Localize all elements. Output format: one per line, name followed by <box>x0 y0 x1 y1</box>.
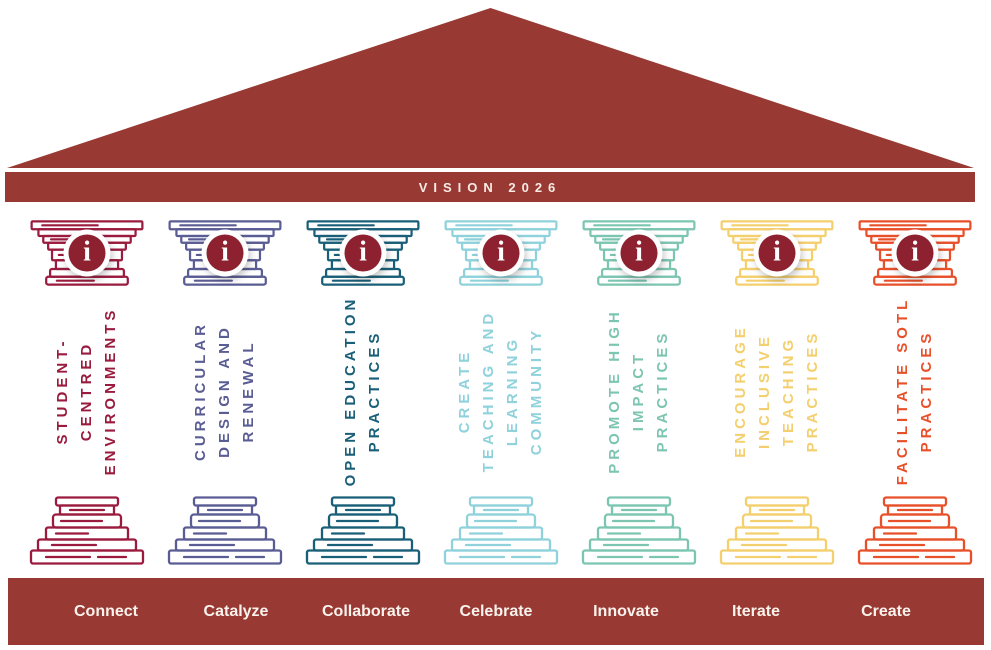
column-capital: i <box>440 219 562 287</box>
pillars-row: i STUDENT- CENTRED ENVIRONMENTS i CURRIC… <box>25 219 977 571</box>
column-base <box>578 495 700 571</box>
info-icon-glyph: i <box>206 234 244 272</box>
info-icon[interactable]: i <box>201 229 249 277</box>
pillar-encourage-inclusive-teaching-practices: i ENCOURAGE INCLUSIVE TEACHING PRACTICES <box>715 219 839 571</box>
column-base <box>164 495 286 571</box>
pillar-open-education-practices: i OPEN EDUCATION PRACTICES <box>301 219 425 571</box>
pillar-text-area: STUDENT- CENTRED ENVIRONMENTS <box>25 287 149 495</box>
footer-bar: Connect Catalyze Collaborate Celebrate I… <box>8 578 984 645</box>
info-icon-glyph: i <box>896 234 934 272</box>
column-base <box>302 495 424 571</box>
info-icon-glyph: i <box>344 234 382 272</box>
column-base <box>716 495 838 571</box>
column-capital: i <box>716 219 838 287</box>
pillar-curricular-design-and-renewal: i CURRICULAR DESIGN AND RENEWAL <box>163 219 287 571</box>
info-icon-glyph: i <box>758 234 796 272</box>
pillar-promote-high-impact-practices: i PROMOTE HIGH IMPACT PRACTICES <box>577 219 701 571</box>
roof-pediment <box>7 8 974 168</box>
info-icon-glyph: i <box>620 234 658 272</box>
pillar-label: FACILITATE SOTL PRACTICES <box>894 296 935 486</box>
footer-label-iterate: Iterate <box>731 602 781 620</box>
info-icon[interactable]: i <box>891 229 939 277</box>
column-capital: i <box>302 219 424 287</box>
info-icon-glyph: i <box>482 234 520 272</box>
footer-label-connect: Connect <box>74 602 138 620</box>
pillar-label: ENCOURAGE INCLUSIVE TEACHING PRACTICES <box>732 324 821 458</box>
pillar-label: CURRICULAR DESIGN AND RENEWAL <box>192 321 257 461</box>
column-base <box>854 495 976 571</box>
column-capital: i <box>854 219 976 287</box>
info-icon[interactable]: i <box>477 229 525 277</box>
pillar-label: OPEN EDUCATION PRACTICES <box>342 295 383 487</box>
info-icon-glyph: i <box>68 234 106 272</box>
pillar-student-centred-environments: i STUDENT- CENTRED ENVIRONMENTS <box>25 219 149 571</box>
pillar-text-area: ENCOURAGE INCLUSIVE TEACHING PRACTICES <box>715 287 839 495</box>
info-icon[interactable]: i <box>615 229 663 277</box>
pillar-text-area: CREATE TEACHING AND LEARNING COMMUNITY <box>439 287 563 495</box>
column-capital: i <box>578 219 700 287</box>
pillar-label: STUDENT- CENTRED ENVIRONMENTS <box>54 306 119 476</box>
info-icon[interactable]: i <box>339 229 387 277</box>
pillar-facilitate-sotl-practices: i FACILITATE SOTL PRACTICES <box>853 219 977 571</box>
pillar-text-area: CURRICULAR DESIGN AND RENEWAL <box>163 287 287 495</box>
footer-label-catalyze: Catalyze <box>203 602 269 620</box>
footer-label-collaborate: Collaborate <box>321 602 410 620</box>
pillar-label: PROMOTE HIGH IMPACT PRACTICES <box>606 308 671 474</box>
vision-banner-label: VISION 2026 <box>418 179 562 195</box>
pillar-text-area: OPEN EDUCATION PRACTICES <box>301 287 425 495</box>
pillar-text-area: FACILITATE SOTL PRACTICES <box>853 287 977 495</box>
footer-label-create: Create <box>861 602 911 620</box>
pillar-create-teaching-and-learning-community: i CREATE TEACHING AND LEARNING COMMUNITY <box>439 219 563 571</box>
info-icon[interactable]: i <box>63 229 111 277</box>
footer-label-celebrate: Celebrate <box>459 602 533 620</box>
info-icon[interactable]: i <box>753 229 801 277</box>
column-base <box>440 495 562 571</box>
pillar-text-area: PROMOTE HIGH IMPACT PRACTICES <box>577 287 701 495</box>
pillar-label: CREATE TEACHING AND LEARNING COMMUNITY <box>456 309 545 473</box>
column-capital: i <box>164 219 286 287</box>
vision-banner: VISION 2026 <box>5 172 975 202</box>
column-base <box>26 495 148 571</box>
column-capital: i <box>26 219 148 287</box>
footer-label-innovate: Innovate <box>593 602 659 620</box>
